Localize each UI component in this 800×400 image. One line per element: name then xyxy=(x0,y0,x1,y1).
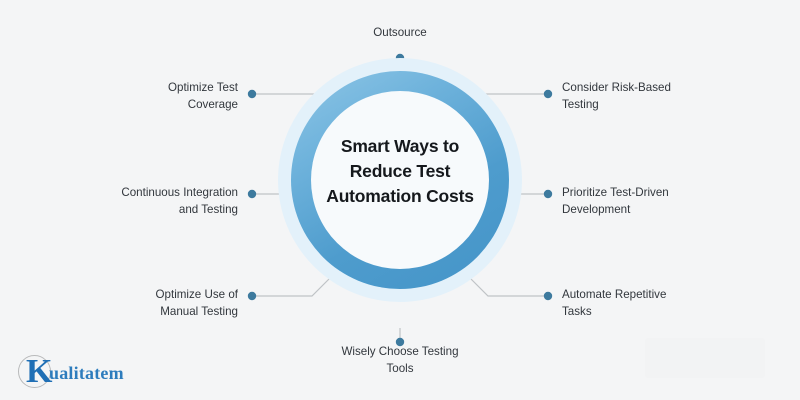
spoke-label-risk-based: Consider Risk-Based Testing xyxy=(562,81,671,111)
logo-wordmark: ualitatem xyxy=(49,363,124,383)
dot-ci xyxy=(247,189,257,199)
dot-risk-based xyxy=(543,89,553,99)
center-title-line-1: Smart Ways to xyxy=(340,136,460,156)
dot-manual xyxy=(247,291,257,301)
spoke-label-manual: Optimize Use of Manual Testing xyxy=(155,288,238,318)
spoke-label-tools: Wisely Choose Testing Tools xyxy=(341,345,459,375)
logo-ring-icon xyxy=(18,355,51,388)
dot-tdd xyxy=(543,189,553,199)
center-title-line-3: Automation Costs xyxy=(326,185,474,206)
dot-automate xyxy=(543,291,553,301)
center-title-line-2: Reduce Test xyxy=(349,160,451,181)
watermark xyxy=(645,338,765,378)
spoke-label-outsource: Outsource xyxy=(373,26,427,39)
center-title: Smart Ways to Reduce Test Automation Cos… xyxy=(305,134,495,209)
dot-coverage xyxy=(247,89,257,99)
ring-inner xyxy=(311,91,489,269)
spoke-label-automate: Automate Repetitive Tasks xyxy=(562,288,667,318)
logo-initial: K xyxy=(26,353,53,390)
kualitatem-logo: K ualitatem xyxy=(14,352,154,394)
spoke-label-ci: Continuous Integration and Testing xyxy=(121,186,238,216)
spoke-label-tdd: Prioritize Test-Driven Development xyxy=(562,186,669,216)
spoke-label-coverage: Optimize Test Coverage xyxy=(167,81,238,111)
